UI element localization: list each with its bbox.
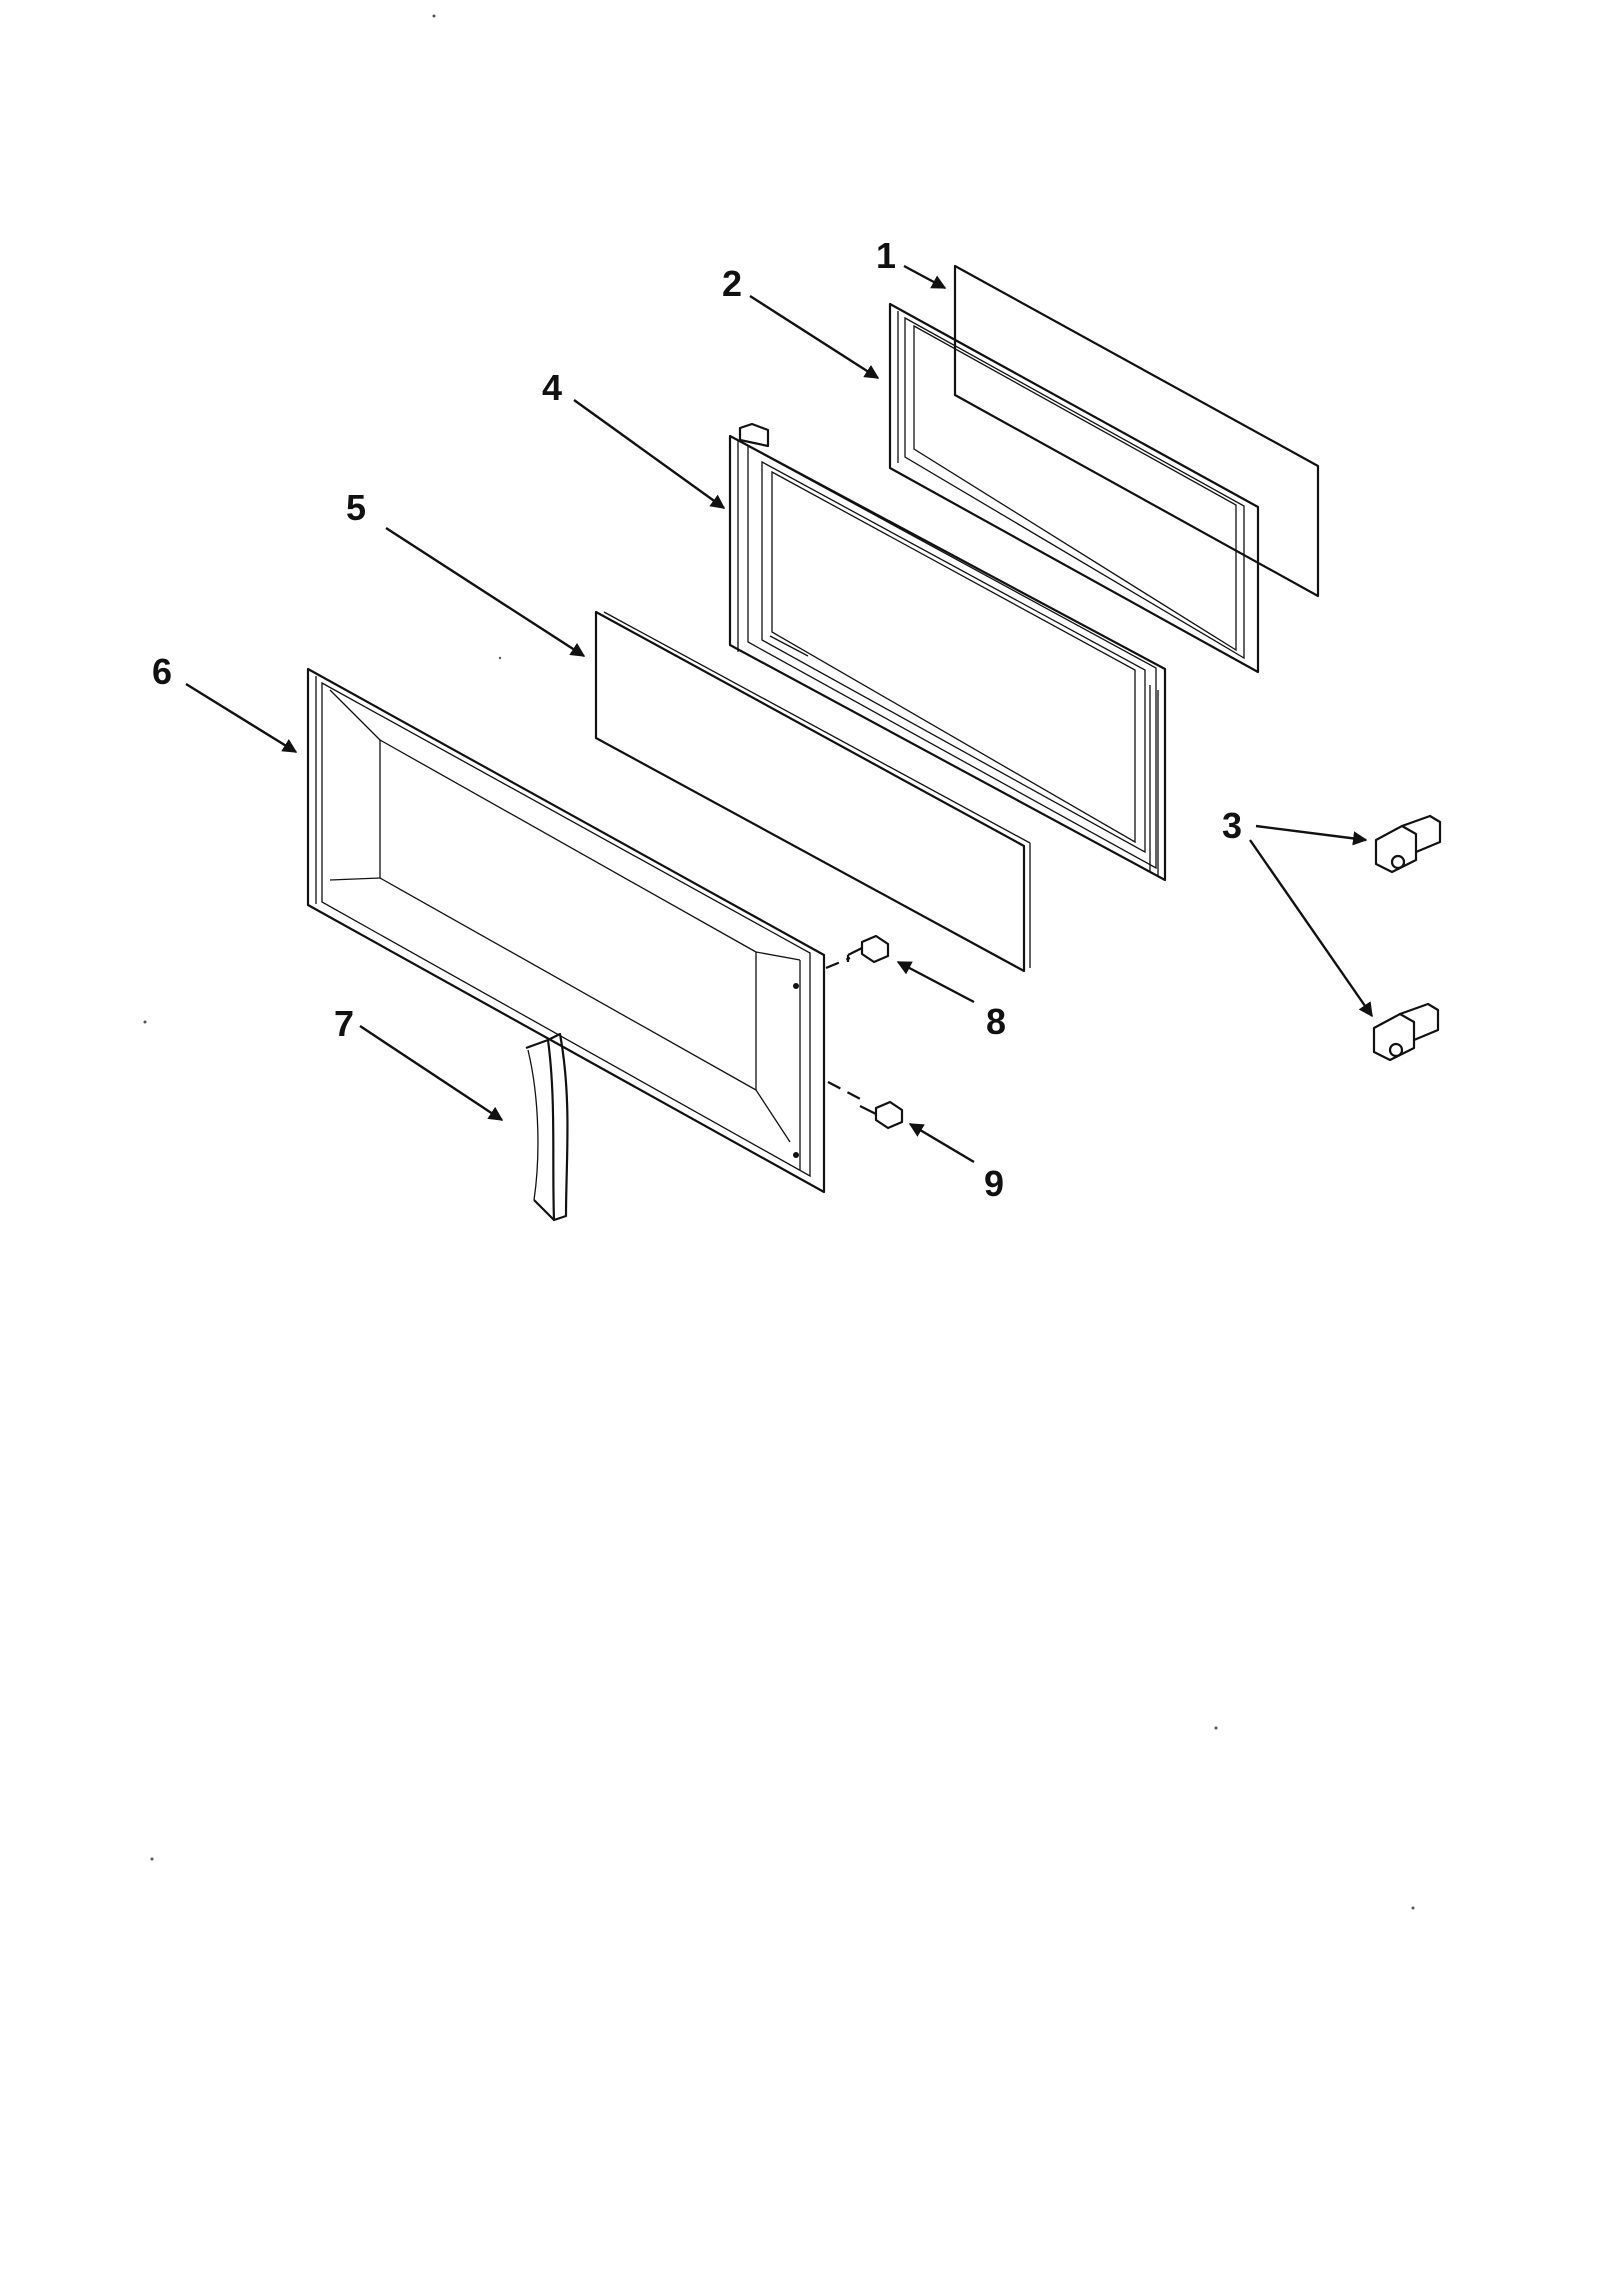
leader-5 (385, 526, 586, 658)
leader-7 (359, 1024, 504, 1122)
speck (498, 656, 502, 660)
part-8-screw (825, 934, 890, 970)
leader-2 (749, 294, 880, 380)
speck (1411, 1906, 1415, 1910)
leader-4 (573, 399, 726, 509)
leader-3a (1255, 824, 1368, 846)
part-5-inner-glass (594, 610, 1031, 973)
part-2-choke-frame (888, 302, 1260, 674)
callout-8: 8 (986, 1001, 1006, 1042)
speck (1214, 1726, 1218, 1730)
part-3-latch-lower (1372, 1002, 1440, 1062)
callout-4: 4 (542, 367, 562, 408)
leader-6 (185, 682, 298, 754)
callout-7: 7 (334, 1003, 354, 1044)
part-7-handle (525, 1032, 569, 1222)
part-3-latch-upper (1374, 814, 1442, 874)
callout-6: 6 (152, 651, 172, 692)
leader-3b (1249, 839, 1373, 1018)
part-9-screw (827, 1081, 904, 1130)
part-6-door-frame (306, 667, 826, 1194)
leader-9 (908, 1122, 975, 1164)
part-1-glass-panel (953, 264, 1320, 598)
part-4-inner-door-panel (728, 422, 1167, 882)
speck (432, 14, 436, 18)
speck (143, 1020, 147, 1024)
speck (150, 1857, 154, 1861)
leader-1 (903, 264, 947, 290)
leader-8 (896, 960, 975, 1004)
callout-3: 3 (1222, 805, 1242, 846)
callout-2: 2 (722, 263, 742, 304)
callout-5: 5 (346, 487, 366, 528)
callout-1: 1 (876, 235, 896, 276)
callout-9: 9 (984, 1163, 1004, 1204)
